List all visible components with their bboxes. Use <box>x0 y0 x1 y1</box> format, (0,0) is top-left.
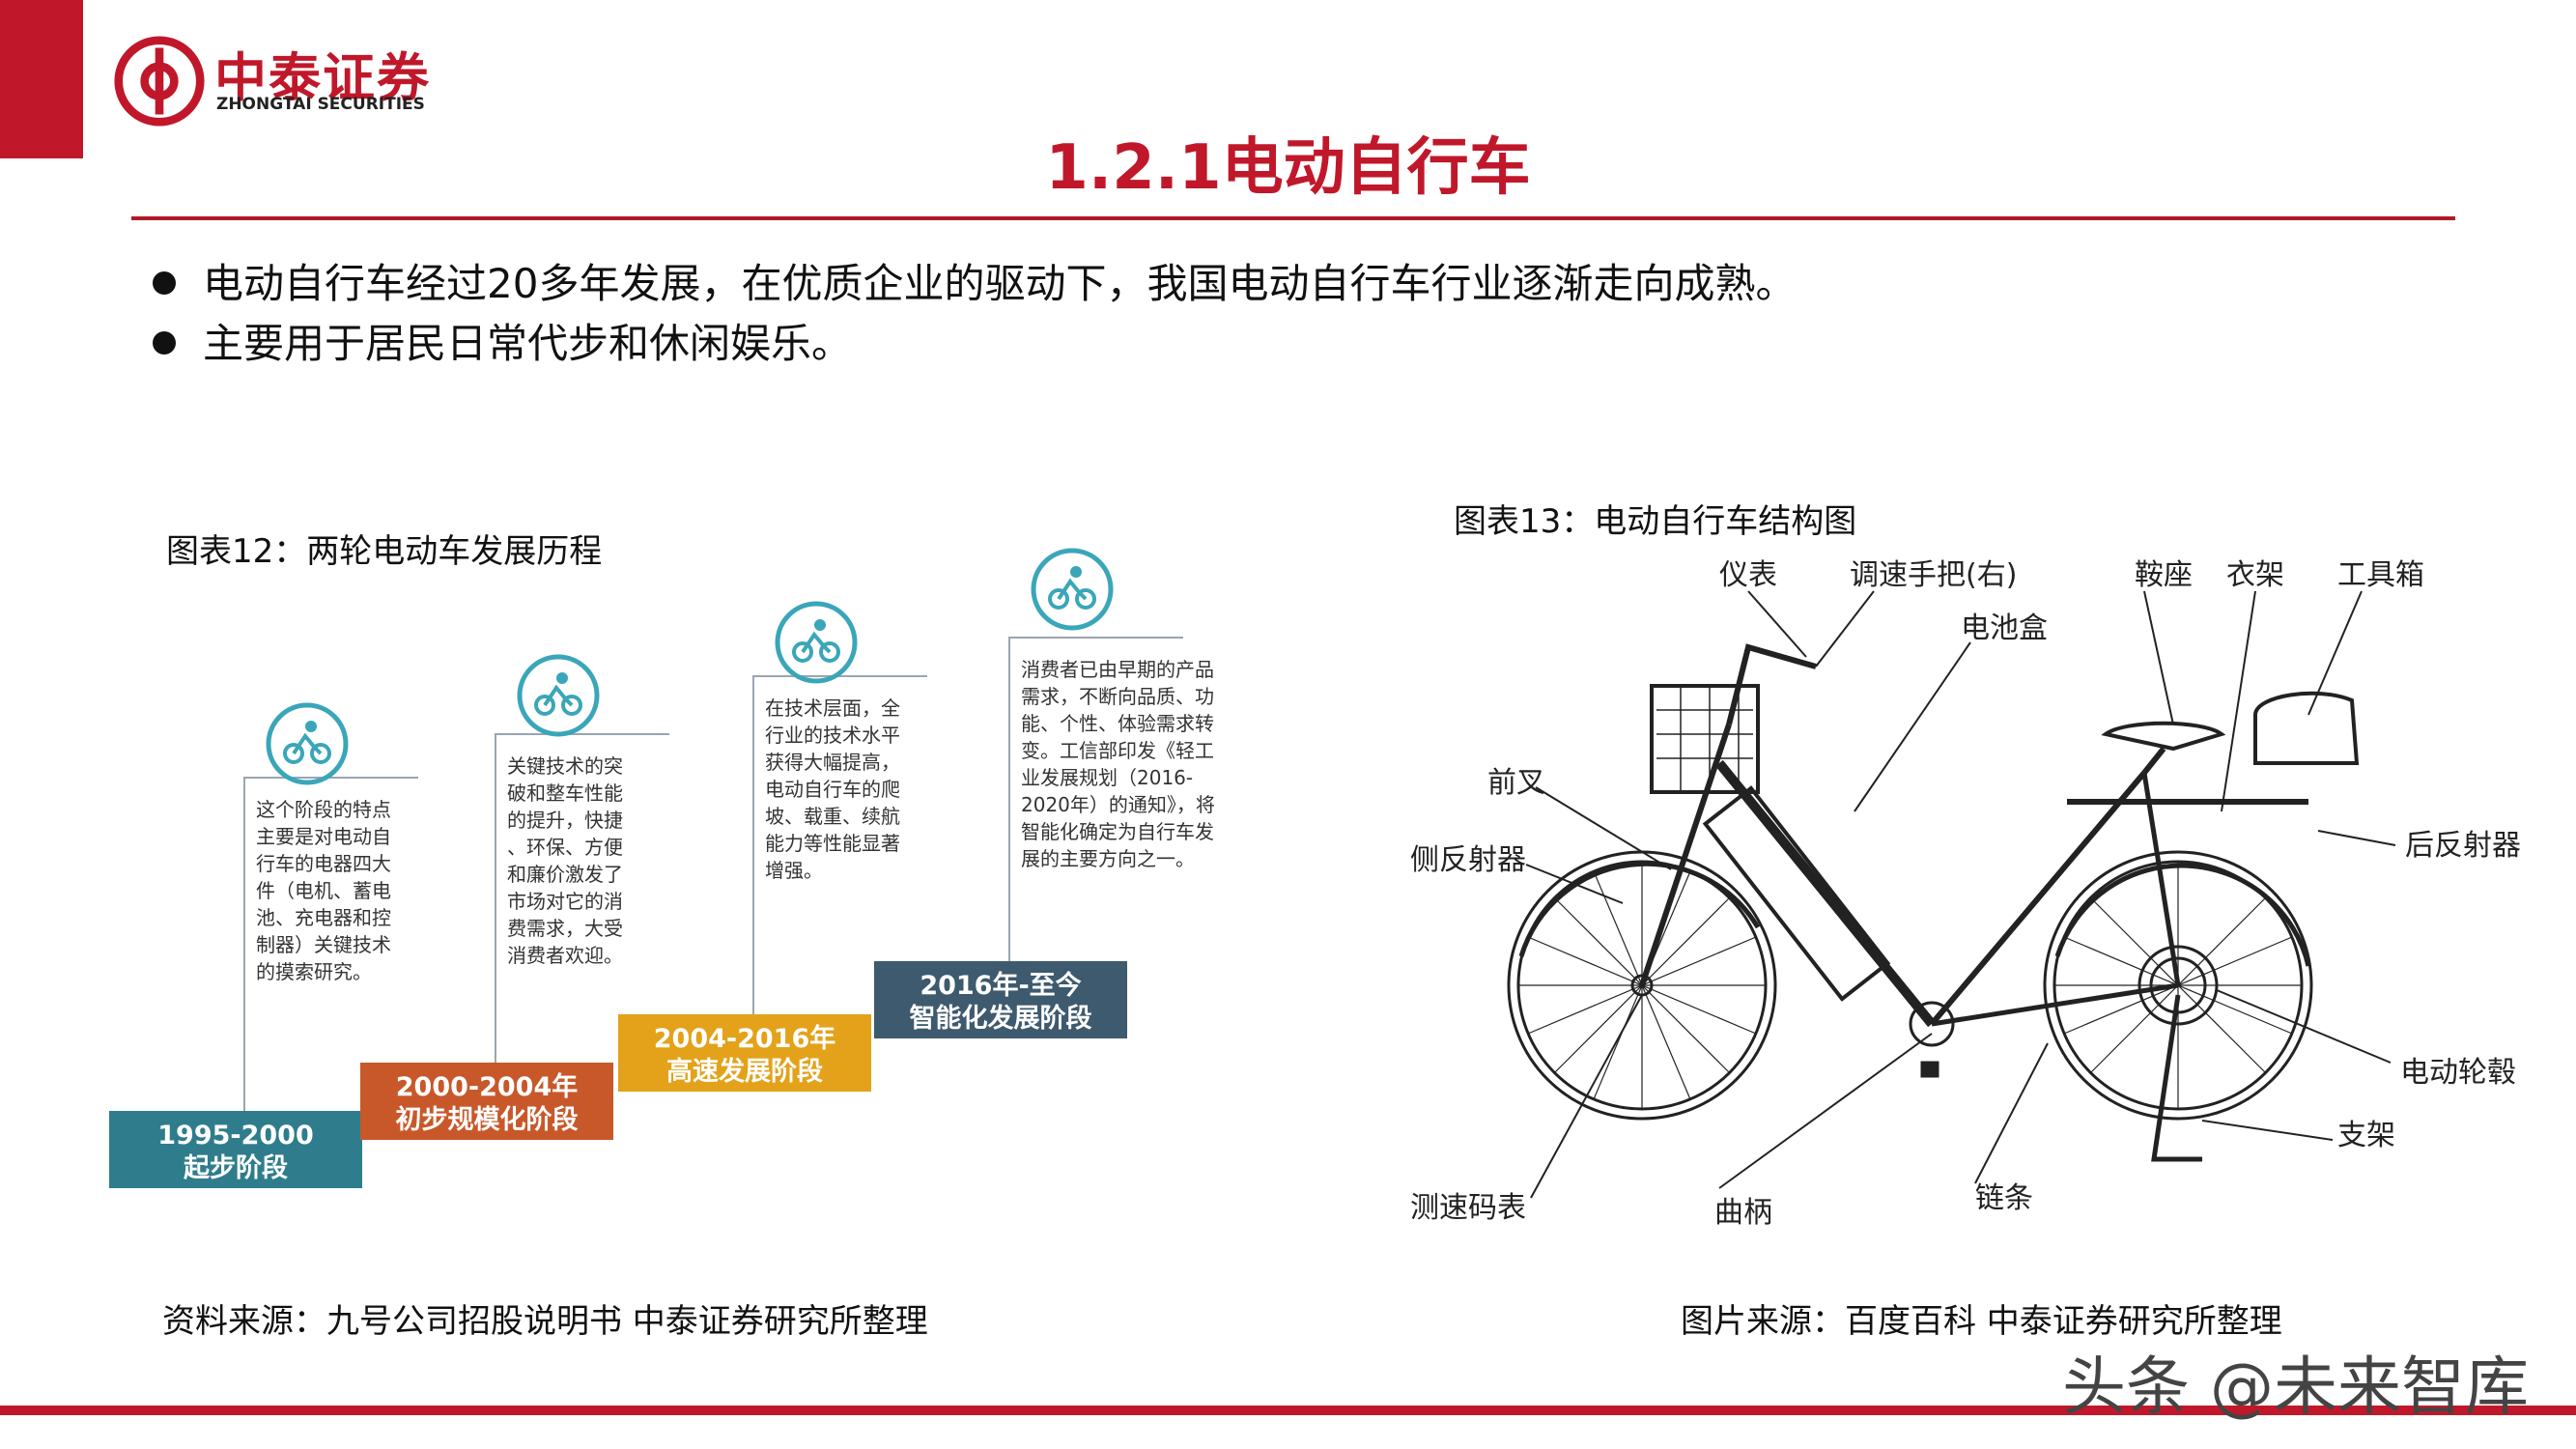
stage-label-box <box>874 961 1127 1038</box>
stage-bracket <box>752 675 927 1014</box>
stage-description-line: 能、个性、体验需求转 <box>1021 712 1214 735</box>
stage-description-line: 和廉价激发了 <box>507 863 623 886</box>
part-label: 衣架 <box>2226 558 2284 592</box>
stage-description-line: 这个阶段的特点 <box>256 798 391 821</box>
bullet-text: 电动自行车经过20多年发展，在优质企业的驱动下，我国电动自行车行业逐渐走向成熟。 <box>203 260 1797 307</box>
stage-description-line: 市场对它的消 <box>507 890 623 913</box>
stage-label-box <box>360 1063 613 1140</box>
bullet-item: 主要用于居民日常代步和休闲娱乐。 <box>153 311 852 370</box>
part-label: 后反射器 <box>2405 829 2521 863</box>
part-label: 链条 <box>1975 1181 2033 1215</box>
stage-description-line: 行车的电器四大 <box>256 852 391 875</box>
part-label: 工具箱 <box>2337 558 2424 592</box>
bike-icon <box>1031 548 1114 631</box>
stage-description-line: 的摸索研究。 <box>256 960 372 983</box>
stage-period: 1995-2000 <box>157 1121 314 1151</box>
part-label: 曲柄 <box>1714 1196 1772 1230</box>
bike-icon <box>266 702 349 785</box>
part-label: 仪表 <box>1719 558 1777 592</box>
rear-wheel <box>2043 850 2313 1121</box>
part-label: 电池盒 <box>1961 611 2048 645</box>
brand-name: 中泰证券 <box>214 47 431 108</box>
stage-description-line: 主要是对电动自 <box>256 825 391 848</box>
stage-period: 2016年-至今 <box>920 970 1081 1001</box>
footer-rule <box>0 1406 2576 1415</box>
stage-name: 智能化发展阶段 <box>910 1003 1092 1034</box>
stage-label-box <box>109 1111 362 1188</box>
stage-description-line: 消费者欢迎。 <box>507 944 623 967</box>
stage-description-line: 、环保、方便 <box>507 836 623 859</box>
part-label: 电动轮毂 <box>2400 1056 2516 1090</box>
stage-name: 初步规模化阶段 <box>396 1105 579 1135</box>
stage-description-line: 需求，不断向品质、功 <box>1021 685 1214 708</box>
stage-description-line: 行业的技术水平 <box>765 724 900 747</box>
stage-description-line: 在技术层面，全 <box>765 696 900 720</box>
stage-description-line: 消费者已由早期的产品 <box>1021 658 1214 681</box>
stage-description-line: 费需求，大受 <box>507 917 623 940</box>
figure-right-caption: 图表13：电动自行车结构图 <box>1454 502 1857 541</box>
stage-period: 2004-2016年 <box>654 1023 836 1054</box>
stage-description-line: 获得大幅提高， <box>765 751 900 774</box>
part-label: 测速码表 <box>1410 1191 1526 1225</box>
part-label: 前叉 <box>1487 766 1545 800</box>
stage-bracket <box>495 733 669 1063</box>
stage-description-line: 池、充电器和控 <box>256 906 391 929</box>
stage-description-line: 件（电机、蓄电 <box>256 879 391 902</box>
stage-name: 起步阶段 <box>184 1153 288 1183</box>
stage-name: 高速发展阶段 <box>666 1056 823 1087</box>
corner-accent-bar <box>0 0 83 158</box>
stage-description-line: 展的主要方向之一。 <box>1021 847 1195 870</box>
stage-description-line: 变。工信部印发《轻工 <box>1021 739 1214 762</box>
stage-description-line: 增强。 <box>765 859 823 882</box>
bullet-item: 电动自行车经过20多年发展，在优质企业的驱动下，我国电动自行车行业逐渐走向成熟。 <box>153 251 1796 310</box>
part-label: 侧反射器 <box>1410 843 1526 877</box>
stage-description-line: 智能化确定为自行车发 <box>1021 820 1214 843</box>
stage-description-line: 电动自行车的爬 <box>765 778 900 801</box>
part-label: 鞍座 <box>2135 558 2193 592</box>
part-label: 支架 <box>2337 1119 2395 1152</box>
figure-right-source: 图片来源：百度百科 中泰证券研究所整理 <box>1681 1302 2282 1341</box>
stage-bracket <box>243 777 418 1111</box>
stage-description-line: 的提升，快捷 <box>507 809 623 832</box>
bullet-dot-icon <box>153 270 176 295</box>
ebike-structure-diagram: 仪表 调速手把(右) 电池盒 鞍座衣架 工具箱前叉侧反射器 后反射器电动轮毂支架测速码表 曲… <box>1410 558 2521 1230</box>
brand-name-en: ZHONGTAI SECURITIES <box>216 95 425 114</box>
stage-period: 2000-2004年 <box>396 1071 579 1102</box>
stage-description-line: 能力等性能显著 <box>765 832 900 855</box>
stage-label-box <box>618 1014 871 1092</box>
watermark: 头条 @未来智库 <box>2062 1350 2529 1424</box>
bike-icon <box>517 654 600 737</box>
stage-description-line: 业发展规划（2016- <box>1021 766 1193 789</box>
bullet-dot-icon <box>153 330 176 355</box>
stage-description-line: 关键技术的突 <box>507 754 623 778</box>
title-divider <box>131 216 2455 220</box>
bike-icon <box>775 601 858 684</box>
stage-description-line: 2020年）的通知》，将 <box>1021 793 1215 816</box>
stage-description-line: 破和整车性能 <box>507 781 623 805</box>
zhongtai-logo-icon <box>114 36 205 127</box>
stage-description-line: 制器）关键技术 <box>256 933 391 956</box>
bullet-text: 主要用于居民日常代步和休闲娱乐。 <box>203 320 853 367</box>
stage-bracket <box>1008 637 1183 961</box>
figure-left-caption: 图表12：两轮电动车发展历程 <box>166 532 603 571</box>
page-title: 1.2.1电动自行车 <box>1045 132 1531 204</box>
part-label: 调速手把(右) <box>1850 558 2017 592</box>
figure-left-source: 资料来源：九号公司招股说明书 中泰证券研究所整理 <box>162 1302 928 1341</box>
stage-description-line: 坡、载重、续航 <box>765 805 900 828</box>
